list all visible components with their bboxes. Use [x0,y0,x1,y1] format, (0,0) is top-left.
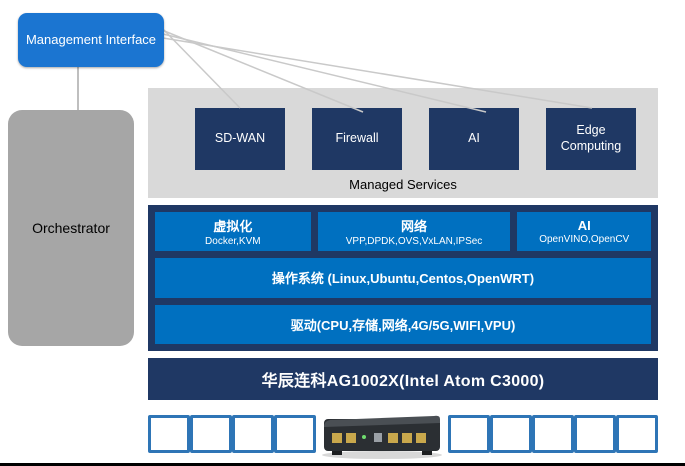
software-stack-panel: 虚拟化 Docker,KVM 网络 VPP,DPDK,OVS,VxLAN,IPS… [148,205,658,351]
stack-cell-network: 网络 VPP,DPDK,OVS,VxLAN,IPSec [317,212,511,252]
service-box-ai: AI [429,108,519,170]
stack-cell-ai-title: AI [577,218,591,234]
managed-services-title: Managed Services [349,177,457,192]
service-label-firewall: Firewall [335,131,379,146]
port-box [574,415,616,453]
hardware-platform-label: 华辰连科AG1002X(Intel Atom C3000) [261,373,545,390]
port-box [190,415,232,453]
port-box [616,415,658,453]
stack-cell-ai: AI OpenVINO,OpenCV [517,212,651,252]
stack-cell-virtualization-title: 虚拟化 [213,219,253,235]
orchestrator-node: Orchestrator [8,110,134,346]
stack-driver-band: 驱动(CPU,存储,网络,4G/5G,WIFI,VPU) [155,304,651,344]
port-box [448,415,490,453]
appliance-illustration [322,415,442,459]
stack-os-band: 操作系统 (Linux,Ubuntu,Centos,OpenWRT) [155,258,651,298]
port-box [148,415,190,453]
stack-cell-network-title: 网络 [401,219,428,235]
service-box-sdwan: SD-WAN [195,108,285,170]
managed-services-panel: SD-WAN Firewall AI Edge Computing Manage… [148,88,658,198]
stack-middleware-row: 虚拟化 Docker,KVM 网络 VPP,DPDK,OVS,VxLAN,IPS… [155,212,651,252]
port-box [232,415,274,453]
service-box-firewall: Firewall [312,108,402,170]
management-interface-label: Management Interface [25,31,157,47]
port-box [532,415,574,453]
managed-services-row: SD-WAN Firewall AI Edge Computing [148,88,658,175]
stack-cell-ai-subtitle: OpenVINO,OpenCV [539,234,630,246]
management-interface-node: Management Interface [18,13,164,67]
service-label-edge-computing: Edge Computing [560,123,622,153]
ports-row [148,409,658,459]
port-box [274,415,316,453]
service-label-ai: AI [468,131,480,146]
device-photo [316,409,448,459]
orchestrator-label: Orchestrator [32,220,110,236]
service-box-edge-computing: Edge Computing [546,108,636,170]
service-label-sdwan: SD-WAN [214,131,266,146]
hardware-platform-bar: 华辰连科AG1002X(Intel Atom C3000) [148,358,658,400]
stack-cell-virtualization-subtitle: Docker,KVM [205,236,261,248]
port-box [490,415,532,453]
stack-cell-network-subtitle: VPP,DPDK,OVS,VxLAN,IPSec [345,236,483,248]
stack-cell-virtualization: 虚拟化 Docker,KVM [155,212,311,252]
